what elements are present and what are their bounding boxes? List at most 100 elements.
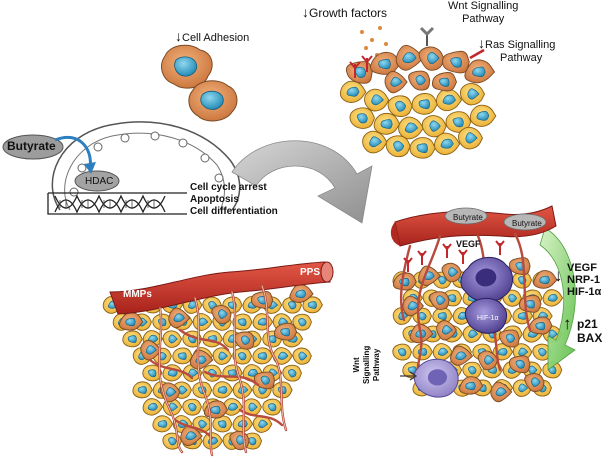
down-arrow-icon: ↓ bbox=[175, 28, 182, 44]
ras-line-2: Pathway bbox=[500, 52, 543, 64]
big-transition-arrow bbox=[231, 140, 373, 224]
down-regulated-list: ↓ VEGF NRP-1 HIF-1α bbox=[554, 262, 602, 298]
hdac-label: HDAC bbox=[85, 176, 114, 187]
cell-nucleus bbox=[346, 86, 360, 97]
effect-apoptosis: Apoptosis bbox=[190, 194, 239, 205]
cell-nucleus bbox=[237, 318, 247, 327]
cell-nucleus bbox=[508, 293, 518, 303]
cell-nucleus bbox=[438, 77, 450, 87]
cell-nucleus bbox=[257, 352, 268, 360]
cell-nucleus bbox=[227, 402, 239, 411]
cell-nucleus bbox=[429, 120, 441, 132]
cell-nucleus bbox=[528, 365, 538, 375]
mmps-label: MMPs bbox=[123, 289, 152, 300]
cell-nucleus bbox=[298, 318, 307, 327]
cell-nucleus bbox=[238, 352, 247, 361]
cell-nucleus bbox=[380, 119, 393, 129]
cell-nucleus bbox=[397, 348, 407, 357]
growth-factors-text: Growth factors bbox=[309, 6, 388, 20]
cell-nucleus bbox=[468, 329, 479, 339]
down-arrow-icon: ↓ bbox=[554, 266, 563, 285]
cell-nucleus bbox=[217, 386, 228, 394]
cell-nucleus bbox=[354, 66, 367, 78]
down-nrp1: NRP-1 bbox=[567, 274, 601, 286]
cell-nucleus bbox=[260, 375, 270, 385]
cell-nucleus bbox=[188, 403, 197, 412]
cell-nucleus bbox=[415, 75, 426, 86]
cell-nucleus bbox=[465, 132, 478, 144]
tumor-with-vessel bbox=[102, 261, 334, 457]
cell-nucleus bbox=[547, 293, 558, 302]
cell-nucleus bbox=[484, 355, 495, 365]
cell-nucleus bbox=[369, 136, 382, 148]
cell-nucleus bbox=[538, 347, 547, 357]
cell-nucleus bbox=[515, 359, 525, 369]
cell-nucleus bbox=[472, 66, 486, 78]
cell-nucleus bbox=[145, 345, 157, 355]
vegf-top-label: VEGF bbox=[456, 239, 481, 249]
up-arrow-icon: ↑ bbox=[563, 314, 572, 333]
cell-nucleus bbox=[137, 386, 148, 394]
cell-nucleus bbox=[539, 275, 550, 285]
cell-nucleus bbox=[450, 57, 463, 68]
cell-nucleus bbox=[177, 352, 187, 360]
cell-nucleus bbox=[407, 301, 419, 311]
cell-nucleus bbox=[390, 76, 403, 87]
cell-nucleus bbox=[452, 117, 464, 128]
cell-nucleus bbox=[442, 94, 456, 105]
effect-cell-cycle-arrest: Cell cycle arrest bbox=[190, 182, 267, 193]
pps-label: PPS bbox=[300, 267, 321, 278]
cell-nucleus bbox=[258, 419, 269, 429]
cell-nucleus bbox=[404, 122, 419, 133]
cell-nucleus bbox=[147, 369, 157, 378]
cell-nucleus bbox=[436, 295, 446, 305]
cell-nucleus bbox=[497, 348, 508, 356]
up-p21: p21 bbox=[577, 317, 598, 331]
cell-nucleus bbox=[218, 351, 228, 361]
wnt-top-line-1: Wnt Signalling bbox=[448, 0, 519, 12]
cell-nucleus bbox=[298, 351, 308, 361]
ras-line-1: Ras Signalling bbox=[485, 39, 556, 51]
cell-nucleus bbox=[247, 437, 257, 446]
cell-nucleus bbox=[217, 420, 227, 429]
cell-nucleus bbox=[535, 321, 546, 331]
cell-nucleus bbox=[495, 387, 507, 397]
cell-nucleus bbox=[218, 309, 228, 319]
butyrate-vessel-label-1: Butyrate bbox=[453, 213, 483, 222]
down-arrow-icon: ↓ bbox=[478, 35, 485, 51]
cell-nucleus bbox=[198, 419, 208, 429]
cell-nucleus bbox=[127, 335, 137, 343]
cell-nucleus bbox=[125, 317, 136, 327]
effect-cell-differentiation: Cell differentiation bbox=[190, 206, 278, 217]
cell-nucleus bbox=[438, 347, 449, 356]
growth-factors-label: ↓Growth factors bbox=[302, 4, 388, 20]
cell-nucleus bbox=[210, 405, 221, 415]
cell-adhesion-text: Cell Adhesion bbox=[182, 32, 250, 44]
cell-nucleus bbox=[248, 402, 258, 412]
cell-adhesion-label: ↓Cell Adhesion bbox=[175, 28, 250, 45]
cell-nucleus bbox=[257, 317, 268, 326]
cell-nucleus bbox=[437, 312, 447, 320]
wnt-side-line-1: Wnt bbox=[352, 357, 361, 373]
down-arrow-icon: ↓ bbox=[302, 4, 309, 20]
cell-nucleus bbox=[307, 301, 317, 309]
cell-nucleus bbox=[402, 52, 417, 64]
hif-cell-label: HIF-1α bbox=[477, 315, 499, 322]
cell-nucleus bbox=[240, 335, 251, 345]
cell-nucleus bbox=[448, 267, 459, 277]
cell-nucleus bbox=[371, 94, 384, 106]
cell-nucleus bbox=[168, 334, 178, 344]
down-vegf: VEGF bbox=[567, 262, 597, 274]
treated-tumor bbox=[390, 205, 576, 403]
up-bax: BAX bbox=[577, 331, 603, 345]
cell-nucleus bbox=[393, 140, 405, 152]
up-regulated-list: ↑ p21 BAX bbox=[563, 315, 603, 345]
wnt-pathway-top-label: Wnt Signalling Pathway bbox=[448, 0, 518, 26]
cell-nucleus bbox=[418, 99, 431, 110]
top-right-cell-cluster bbox=[339, 26, 497, 159]
cell-nucleus bbox=[441, 325, 453, 335]
wnt-side-line-3: Pathway bbox=[372, 348, 381, 382]
cell-nucleus bbox=[277, 351, 289, 360]
down-hif1a: HIF-1α bbox=[567, 286, 602, 298]
cell-nucleus bbox=[267, 403, 277, 412]
